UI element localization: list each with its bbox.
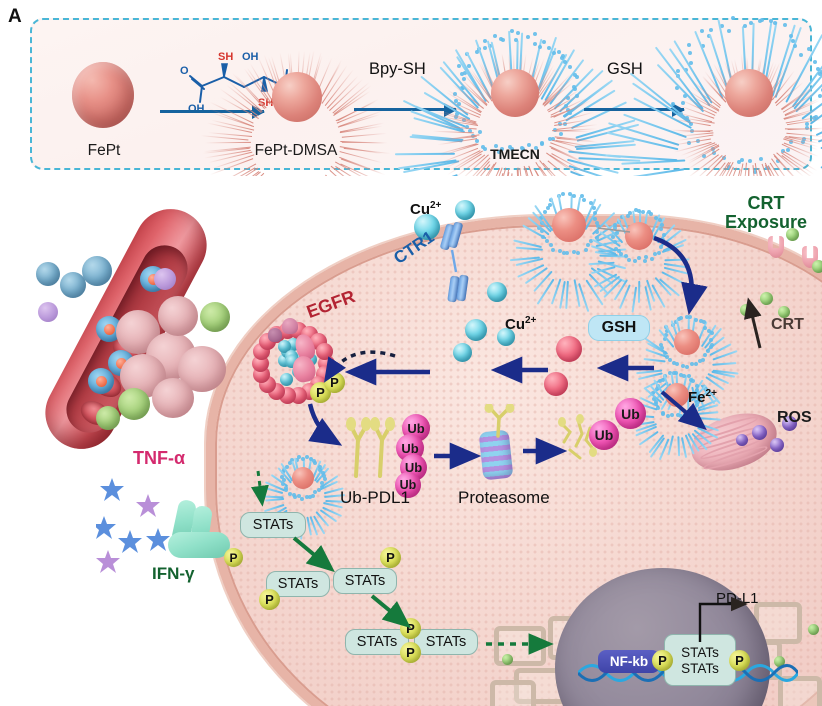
tmecn-nanoparticle-cytosol xyxy=(283,458,323,498)
fept-dmsa-core xyxy=(272,72,322,122)
fe-nanoparticle xyxy=(556,336,582,362)
crt-bead xyxy=(760,292,773,305)
reagent-bpy-sh: Bpy-SH xyxy=(369,60,426,79)
tmecn-nanoparticle-membrane xyxy=(615,212,663,260)
svg-text:SH: SH xyxy=(218,51,233,63)
tmecn-nanoparticle-extracellular xyxy=(540,196,598,254)
stats-pill-1: STATs xyxy=(240,512,306,538)
ub-pdl1-label: Ub-PDL1 xyxy=(340,488,410,508)
nuclear-stats-top: STATs xyxy=(681,645,719,660)
egfr-ligand xyxy=(282,318,298,334)
proteasome-substrate-antibody xyxy=(474,404,524,438)
ifn-gamma-label: IFN-γ xyxy=(152,564,195,584)
cu-ion-label-inside: Cu2+ xyxy=(505,315,536,333)
crt-bead xyxy=(740,304,752,316)
pd-l1-label: PD-L1 xyxy=(716,590,759,607)
aggregate-outer-bead xyxy=(316,343,333,360)
reagent-gsh: GSH xyxy=(607,60,643,79)
cu-ion-label-outside: Cu2+ xyxy=(410,200,441,218)
circulating-nanoparticle xyxy=(88,368,114,394)
immune-cell-blue xyxy=(60,272,86,298)
svg-text:O: O xyxy=(180,65,189,77)
fe-ion-label: Fe2+ xyxy=(688,388,717,406)
ros-particle xyxy=(770,438,784,452)
tumour-cell xyxy=(158,296,198,336)
immune-cell-purple xyxy=(154,268,176,290)
fept-nanoparticle xyxy=(72,62,134,128)
immune-cell-blue xyxy=(82,256,112,286)
receptor-phospho: P xyxy=(224,548,243,567)
fept-dmsa-label: FePt-DMSA xyxy=(244,142,348,160)
immune-cell-green xyxy=(200,302,230,332)
crt-bead xyxy=(812,260,822,273)
stats-dimer-phospho-bottom: P xyxy=(400,642,421,663)
final-particle-core xyxy=(725,69,773,117)
nuclear-phospho-right: P xyxy=(729,650,750,671)
fept-label: FePt xyxy=(56,142,152,160)
ros-particle xyxy=(752,425,767,440)
immune-cell-green xyxy=(118,388,150,420)
nf-kb-label: NF-kb xyxy=(598,650,660,673)
tmecn-nanoparticle-internalised xyxy=(663,318,711,366)
crt-exposure-line2: Exposure xyxy=(725,212,807,232)
released-ubiquitin-1: Ub xyxy=(589,420,619,450)
stats-pill-3: STATs xyxy=(333,568,397,594)
tumour-cell xyxy=(152,378,194,418)
copper-ion xyxy=(453,343,472,362)
copper-ion xyxy=(455,200,475,220)
stats-phospho-3: P xyxy=(380,547,401,568)
nuclear-stats-dimer: STATs STATs xyxy=(664,634,736,686)
ros-label: ROS xyxy=(777,409,812,427)
stats-phospho-2: P xyxy=(259,589,280,610)
egfr-ligand xyxy=(268,328,282,342)
released-ubiquitin-2: Ub xyxy=(615,398,646,429)
tmecn-core xyxy=(491,69,539,117)
panel-a-letter: A xyxy=(8,6,22,28)
gsh-label: GSH xyxy=(588,315,650,341)
stats-dimer-phospho-top: P xyxy=(400,618,421,639)
panel-b-mechanism-diagram: NF-kb STATs STATs P P PD-L1 xyxy=(0,176,822,706)
copper-ion xyxy=(487,282,507,302)
fe-nanoparticle xyxy=(544,372,568,396)
crt-exposure-line1: CRT xyxy=(748,193,785,213)
crt-label: CRT xyxy=(771,316,804,334)
svg-text:OH: OH xyxy=(188,103,205,115)
crt-exposure-label: CRT Exposure xyxy=(725,194,807,233)
tmecn-label: TMECN xyxy=(466,146,564,162)
immune-cell-blue xyxy=(36,262,60,286)
ros-particle xyxy=(736,434,748,446)
panel-a-synthesis-scheme: FePt SH OH O O OH xyxy=(30,18,812,170)
nuclear-stats-bottom: STATs xyxy=(681,661,719,676)
svg-text:OH: OH xyxy=(242,51,259,63)
egfr-phospho-2: P xyxy=(324,372,345,393)
aggregate-copper-bead xyxy=(280,373,293,386)
proteasome-label: Proteasome xyxy=(458,488,550,508)
immune-cell-purple xyxy=(38,302,58,322)
copper-ion xyxy=(465,319,487,341)
immune-cell-green xyxy=(96,406,120,430)
nuclear-phospho-left: P xyxy=(652,650,673,671)
stats-pill-5: STATs xyxy=(414,629,478,655)
